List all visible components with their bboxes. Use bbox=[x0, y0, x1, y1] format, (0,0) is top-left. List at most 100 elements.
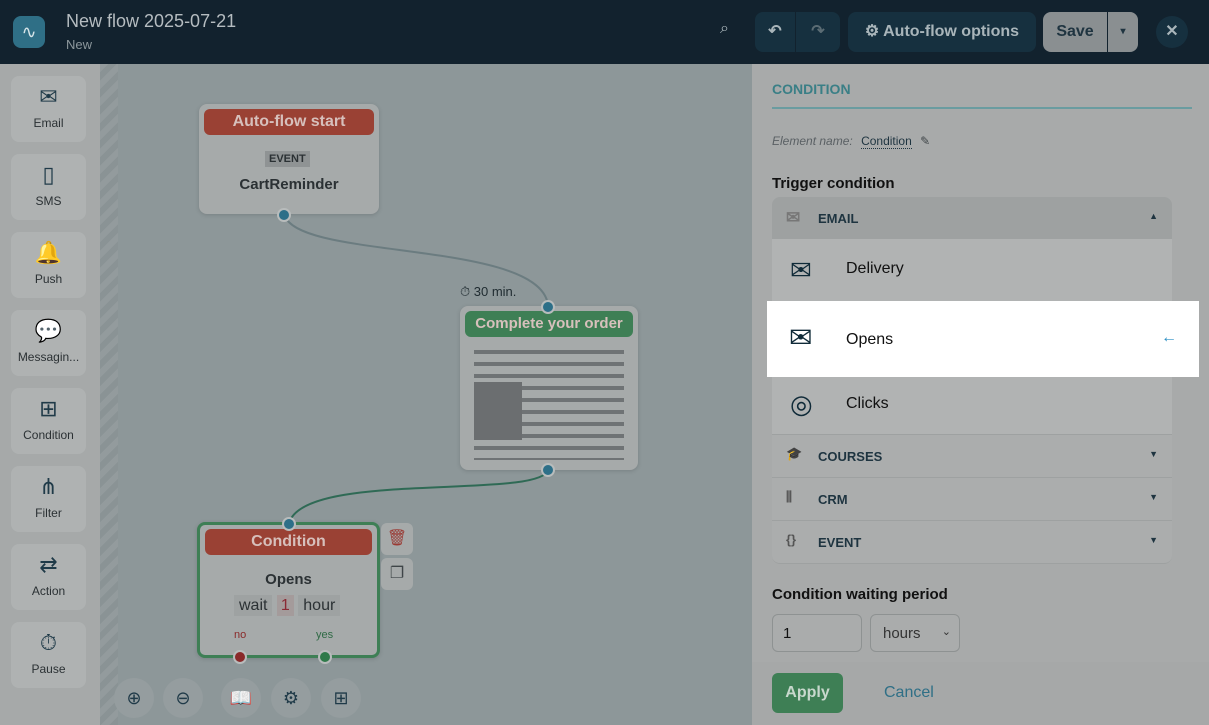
item-delivery[interactable]: ✉ Delivery bbox=[772, 239, 1172, 303]
tool-icon: ⇄ bbox=[39, 552, 58, 577]
duplicate-node-button[interactable]: ❐ bbox=[381, 558, 413, 590]
opens-icon: ✉ bbox=[789, 322, 813, 353]
node-header: Auto-flow start bbox=[204, 109, 374, 135]
chevron-up-icon: ▲ bbox=[1149, 211, 1158, 221]
node-autoflow-start[interactable]: Auto-flow start EVENT CartReminder bbox=[199, 104, 379, 222]
zoom-out-button[interactable]: ⊖ bbox=[163, 678, 203, 718]
tool-email[interactable]: ✉ Email bbox=[11, 76, 86, 142]
tool-condition[interactable]: ⊞ Condition bbox=[11, 388, 86, 454]
output-port[interactable] bbox=[541, 463, 555, 477]
panel-tab[interactable]: CONDITION bbox=[772, 81, 851, 97]
tool-filter[interactable]: ⋔Filter bbox=[11, 466, 86, 532]
settings-button[interactable]: ⚙ bbox=[271, 678, 311, 718]
item-label: Opens bbox=[846, 331, 894, 348]
apply-button[interactable]: Apply bbox=[772, 673, 843, 713]
wait-chip: wait bbox=[234, 595, 273, 616]
connector-email-condition bbox=[288, 469, 549, 525]
tool-label: SMS bbox=[35, 194, 62, 208]
save-button[interactable]: Save bbox=[1043, 12, 1107, 52]
docs-button[interactable]: 📖 bbox=[221, 678, 261, 718]
canvas-edge bbox=[100, 64, 118, 725]
tool-icon: ▯ bbox=[42, 162, 55, 187]
cancel-button[interactable]: Cancel bbox=[884, 684, 934, 701]
header: ∿ New flow 2025-07-21 New ⌕ ↶ ↷ ⚙ Auto-f… bbox=[0, 0, 1209, 64]
waiting-value-input[interactable]: 1 bbox=[772, 614, 862, 652]
tool-action[interactable]: ⇄ Action bbox=[11, 544, 86, 610]
zoom-in-button[interactable]: ⊕ bbox=[114, 678, 154, 718]
clicks-icon: ◎ bbox=[790, 389, 813, 419]
element-name-label: Element name: bbox=[772, 134, 853, 148]
no-port[interactable] bbox=[233, 650, 247, 664]
event-tag: EVENT bbox=[265, 151, 310, 167]
tool-label: Filter bbox=[35, 506, 62, 520]
grid-button[interactable]: ⊞ bbox=[321, 678, 361, 718]
connections bbox=[284, 215, 549, 525]
input-port[interactable] bbox=[282, 517, 296, 531]
save-dropdown-button[interactable]: ▾ bbox=[1108, 12, 1138, 52]
element-name-value[interactable]: Condition bbox=[861, 134, 912, 149]
close-button[interactable]: ✕ bbox=[1156, 16, 1188, 48]
tool-messagin[interactable]: 💬Messagin... bbox=[11, 310, 86, 376]
yes-port[interactable] bbox=[318, 650, 332, 664]
group-label: COURSES bbox=[818, 449, 883, 464]
tool-label: Push bbox=[34, 272, 63, 286]
tool-sms[interactable]: ▯ SMS bbox=[11, 154, 86, 220]
tool-pause[interactable]: ⏱Pause bbox=[11, 622, 86, 688]
tool-label: Pause bbox=[31, 662, 66, 676]
group-courses[interactable]: 🎓 COURSES ▼ bbox=[772, 435, 1172, 478]
tool-icon: ⊞ bbox=[39, 396, 58, 421]
auto-flow-options-button[interactable]: ⚙ Auto-flow options bbox=[848, 12, 1036, 52]
wait-unit: hour bbox=[298, 595, 341, 616]
item-clicks[interactable]: ◎ Clicks bbox=[772, 377, 1172, 435]
flow-status: New bbox=[66, 37, 93, 52]
gear-icon: ⚙ bbox=[864, 23, 884, 40]
arrow-left-icon: ← bbox=[1161, 329, 1177, 346]
condition-name: Opens bbox=[265, 571, 312, 588]
select-value: hours bbox=[883, 625, 921, 642]
tool-label: Email bbox=[33, 116, 64, 130]
item-label: Clicks bbox=[846, 395, 889, 412]
edit-icon[interactable]: ✎ bbox=[920, 134, 931, 148]
group-label: EMAIL bbox=[818, 211, 859, 226]
input-port[interactable] bbox=[541, 300, 555, 314]
item-opens[interactable]: ✉ Opens ← bbox=[767, 301, 1199, 377]
event-name: CartReminder bbox=[239, 176, 339, 193]
delete-node-button[interactable]: 🗑 bbox=[381, 523, 413, 555]
group-event[interactable]: {}EVENT▼ bbox=[772, 521, 1172, 564]
group-email[interactable]: ✉ EMAIL ▲ bbox=[772, 197, 1172, 239]
crm-icon: ⫼ bbox=[786, 489, 792, 504]
condition-panel: CONDITION Element name: Condition ✎ Trig… bbox=[752, 64, 1209, 725]
output-port[interactable] bbox=[277, 208, 291, 222]
map-search-icon[interactable]: ⌕ bbox=[720, 20, 729, 37]
delivery-icon: ✉ bbox=[790, 255, 812, 285]
waiting-title: Condition waiting period bbox=[772, 586, 948, 603]
node-condition[interactable]: Condition Opens wait 1 hour no yes bbox=[197, 517, 380, 664]
node-header: Condition bbox=[205, 529, 372, 555]
tool-icon: ✉ bbox=[39, 84, 58, 109]
event-icon: {} bbox=[786, 532, 797, 547]
waiting-unit-select[interactable]: hours ⌄ bbox=[870, 614, 960, 652]
redo-button[interactable]: ↷ bbox=[796, 12, 840, 52]
chevron-down-icon: ▼ bbox=[1149, 492, 1158, 502]
node-email[interactable]: Complete your order bbox=[460, 300, 638, 477]
logo-icon: ∿ bbox=[13, 16, 45, 48]
group-crm[interactable]: ⫼CRM▼ bbox=[772, 478, 1172, 521]
group-label: EVENT bbox=[818, 535, 862, 550]
no-label: no bbox=[234, 629, 247, 641]
chevron-down-icon: ▼ bbox=[1149, 449, 1158, 459]
tool-icon: 🔔 bbox=[34, 240, 63, 265]
options-label: Auto-flow options bbox=[883, 23, 1020, 40]
delay-label: ⏱ 30 min. bbox=[460, 284, 517, 299]
node-header: Complete your order bbox=[465, 311, 633, 337]
tool-label: Condition bbox=[23, 428, 74, 442]
chevron-down-icon: ⌄ bbox=[941, 626, 951, 638]
item-label: Delivery bbox=[846, 260, 904, 277]
undo-button[interactable]: ↶ bbox=[755, 12, 795, 52]
flow-title[interactable]: New flow 2025-07-21 bbox=[66, 11, 237, 31]
tool-icon: 💬 bbox=[34, 318, 63, 343]
email-icon: ✉ bbox=[786, 208, 801, 227]
wait-number: 1 bbox=[276, 595, 294, 616]
tool-push[interactable]: 🔔 Push bbox=[11, 232, 86, 298]
tool-label: Action bbox=[31, 584, 66, 598]
courses-icon: 🎓 bbox=[786, 446, 803, 461]
